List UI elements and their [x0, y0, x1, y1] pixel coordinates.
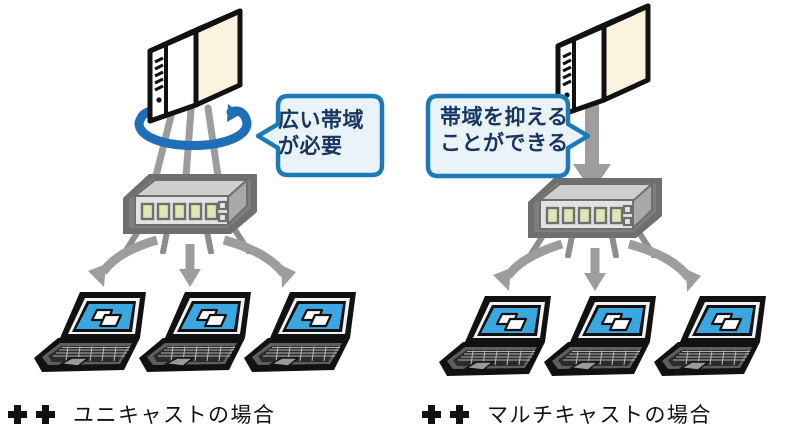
plus-mark-icon [422, 404, 441, 424]
client-laptop [137, 290, 253, 374]
bandwidth-arc-icon [134, 104, 252, 150]
caption-marks-multicast [422, 404, 469, 424]
plus-mark-icon [8, 404, 27, 424]
plus-mark-icon [450, 404, 469, 424]
panel-unicast: 広い帯域が必要 ユニキャストの場合 [0, 0, 400, 436]
unicast-arrowheads [88, 264, 296, 288]
caption-label-unicast: ユニキャストの場合 [73, 404, 276, 427]
client-laptop [32, 290, 148, 374]
caption-multicast: マルチキャストの場合 [400, 392, 800, 436]
client-laptop [652, 294, 768, 378]
speech-bubble-unicast [255, 93, 385, 178]
multicast-arrowheads [493, 268, 701, 292]
unicast-scene [32, 0, 385, 374]
client-laptop [437, 294, 553, 378]
caption-marks-unicast [8, 404, 55, 424]
panel-multicast: 帯域を抑えることができる マルチキャストの場合 [400, 0, 800, 436]
multicast-scene [425, 0, 768, 378]
server-unicast [150, 11, 240, 121]
client-laptop [242, 290, 358, 374]
server-multicast [558, 6, 648, 116]
client-laptop [542, 294, 658, 378]
multicast-downstream-arrows [504, 239, 693, 281]
plus-mark-icon [36, 404, 55, 424]
caption-unicast: ユニキャストの場合 [0, 392, 400, 436]
caption-label-multicast: マルチキャストの場合 [487, 404, 712, 427]
speech-bubble-multicast [425, 93, 591, 179]
unicast-downstream-arrows [99, 235, 288, 277]
